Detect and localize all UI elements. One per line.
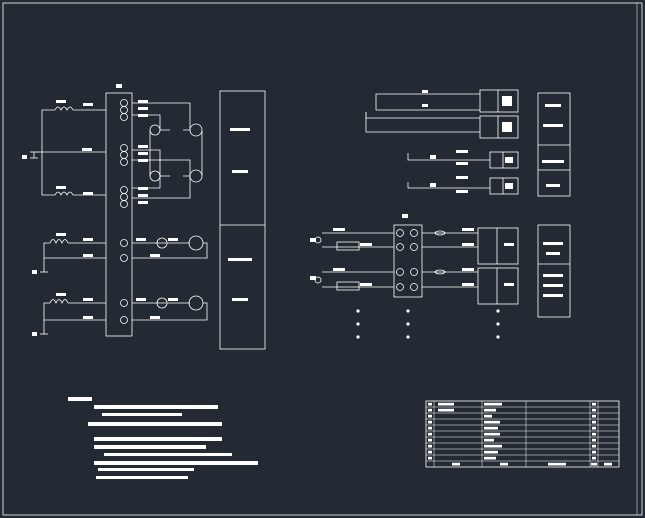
left-circuit bbox=[30, 90, 266, 350]
bom-cell-index bbox=[428, 456, 432, 460]
bom-table bbox=[425, 400, 620, 468]
terminal-strip-right bbox=[393, 224, 423, 298]
bom-cell-text bbox=[484, 444, 502, 448]
bom-footer-text bbox=[604, 462, 612, 466]
bom-cell-text bbox=[484, 432, 500, 436]
switch-box-1 bbox=[479, 89, 519, 113]
switch-box-2 bbox=[479, 115, 519, 139]
bom-cell-index bbox=[428, 408, 432, 412]
bom-cell-qty bbox=[592, 432, 596, 436]
meter-8 bbox=[188, 295, 204, 311]
bom-cell-index bbox=[428, 450, 432, 454]
bom-cell-text bbox=[484, 408, 496, 412]
label-block-right-top bbox=[537, 92, 571, 197]
bom-cell-text bbox=[484, 438, 494, 442]
bom-cell-qty bbox=[592, 450, 596, 454]
ct-coil-3 bbox=[49, 239, 69, 245]
right-circuit bbox=[314, 89, 571, 318]
bom-cell-text bbox=[484, 426, 498, 430]
terminal-circles-left bbox=[120, 99, 128, 324]
bom-cell-index bbox=[428, 426, 432, 430]
bom-cell-qty bbox=[592, 426, 596, 430]
relay-box-1 bbox=[477, 227, 519, 265]
bom-cell-qty bbox=[592, 444, 596, 448]
meter-2 bbox=[189, 123, 203, 137]
meter-4 bbox=[189, 169, 203, 183]
bom-cell-text bbox=[484, 450, 498, 454]
bom-cell-index bbox=[428, 414, 432, 418]
terminal-circles-right bbox=[396, 229, 418, 291]
switch-box-4 bbox=[489, 177, 519, 195]
bom-cell-qty bbox=[592, 402, 596, 406]
bom-footer-text bbox=[500, 462, 508, 466]
bom-cell-qty bbox=[592, 420, 596, 424]
label-block-right-bottom bbox=[537, 224, 571, 318]
terminal-strip-left bbox=[105, 92, 133, 337]
bom-cell-index bbox=[428, 420, 432, 424]
bom-cell-qty bbox=[592, 414, 596, 418]
bom-cell-text bbox=[484, 456, 496, 460]
notes-block bbox=[68, 397, 258, 479]
right-label-marks bbox=[310, 90, 564, 297]
bom-cell-text bbox=[484, 402, 502, 406]
bom-cell-qty bbox=[592, 456, 596, 460]
bom-cell-index bbox=[428, 402, 432, 406]
relay-box-2 bbox=[477, 267, 519, 305]
bom-footer-text bbox=[452, 462, 460, 466]
continuation-dots bbox=[356, 309, 500, 339]
bom-cell-index bbox=[428, 438, 432, 442]
bom-cell-index bbox=[428, 444, 432, 448]
meter-3 bbox=[149, 170, 161, 182]
bom-cell-text bbox=[484, 414, 492, 418]
bom-footer-text bbox=[548, 462, 566, 466]
bom-cell-text bbox=[438, 408, 454, 412]
bom-cell-index bbox=[428, 432, 432, 436]
bom-cell-qty bbox=[592, 408, 596, 412]
ct-coil-1 bbox=[54, 106, 74, 111]
ct-coil-2 bbox=[54, 191, 74, 196]
bom-cell-text bbox=[484, 420, 500, 424]
meter-6 bbox=[188, 235, 204, 251]
ct-coil-4 bbox=[49, 299, 69, 305]
label-block-left bbox=[219, 90, 266, 350]
bom-cell-text bbox=[438, 402, 454, 406]
meter-1 bbox=[149, 124, 161, 136]
left-label-marks bbox=[22, 84, 252, 336]
switch-box-3 bbox=[489, 151, 519, 169]
bom-footer-text bbox=[591, 462, 597, 466]
bom-cell-qty bbox=[592, 438, 596, 442]
